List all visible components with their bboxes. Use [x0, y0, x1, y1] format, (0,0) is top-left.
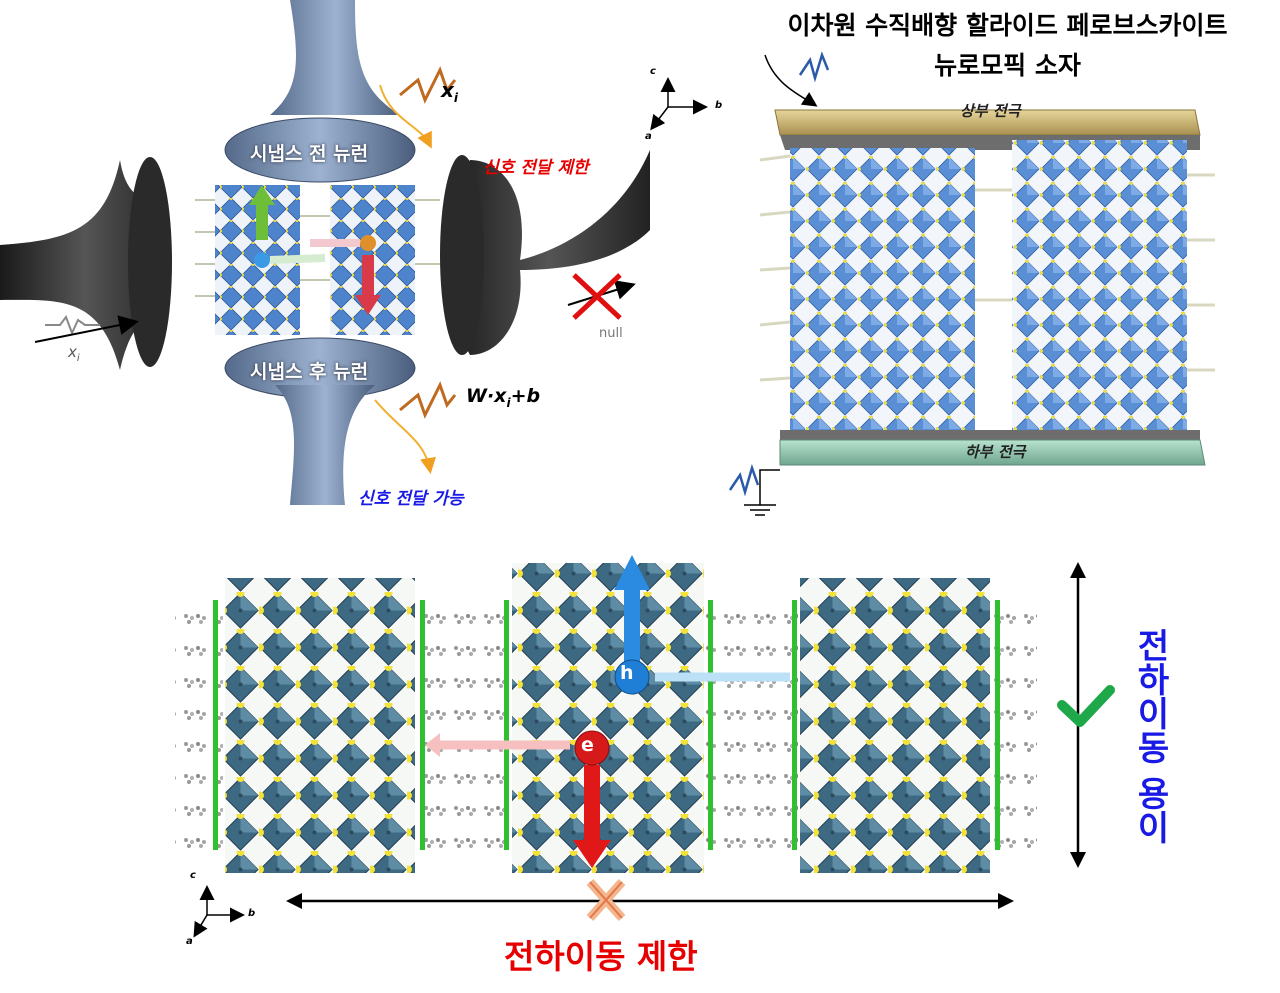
hole-label: h	[620, 662, 634, 684]
red-down-arrow	[355, 255, 381, 315]
signal-limited-label: 신호 전달 제한	[483, 158, 589, 178]
neuron-panel	[0, 0, 650, 505]
charge-transport-easy-label: 전하이동 용이	[1130, 628, 1170, 844]
axis-triad-top	[650, 77, 708, 131]
axis-b-bottom: b	[248, 908, 256, 919]
organic-spacer-2	[418, 595, 510, 855]
null-cross-icon	[567, 273, 636, 320]
inorganic-slab-1	[225, 578, 415, 873]
bottom-electrode-label: 하부 전극	[965, 443, 1026, 461]
ground-icon	[744, 504, 776, 516]
signal-possible-label: 신호 전달 가능	[358, 489, 464, 509]
axis-triad-bottom	[193, 885, 245, 938]
crystal-panel	[175, 555, 1115, 938]
inorganic-slab-2	[512, 563, 704, 873]
post-neuron-stalk	[275, 385, 375, 505]
top-signal-wave	[399, 66, 457, 104]
charge-transport-limited-label: 전하이동 제한	[504, 937, 698, 976]
electron-down-arrow	[573, 765, 611, 868]
electron-label: e	[581, 734, 594, 756]
check-icon	[1057, 685, 1115, 727]
orange-electron-dot	[360, 235, 376, 251]
pre-neuron-stalk	[270, 0, 400, 115]
post-neuron-label: 시냅스 후 뉴런	[250, 361, 369, 383]
axis-b-top: b	[715, 100, 723, 111]
faded-green-arrow	[269, 254, 326, 264]
top-signal-curve	[379, 84, 432, 149]
ground-wire	[759, 469, 780, 505]
null-label: null	[599, 326, 623, 341]
device-panel	[650, 51, 1215, 516]
electron-ball	[574, 730, 610, 766]
input-wave-icon	[45, 314, 100, 336]
axis-c-bottom: c	[190, 870, 196, 881]
bottom-signal-curve	[374, 399, 436, 474]
axis-a-top: a	[645, 131, 652, 142]
input-x-label: xi	[441, 78, 459, 105]
input-x-small-label: xi	[68, 343, 80, 364]
title-line2: 뉴로모픽 소자	[934, 51, 1081, 80]
right-horn	[447, 150, 650, 355]
hole-up-arrow	[614, 555, 650, 665]
blocked-x-icon	[586, 879, 626, 921]
axis-a-bottom: a	[186, 936, 193, 947]
top-electrode-label: 상부 전극	[960, 102, 1021, 120]
bottom-signal-wave	[399, 381, 457, 419]
input-arrow	[34, 315, 139, 343]
hole-ball	[614, 659, 650, 695]
organic-spacer-3	[706, 595, 798, 855]
blue-hole-dot	[254, 252, 270, 268]
title-line1: 이차원 수직배향 할라이드 페로브스카이트	[787, 11, 1228, 40]
output-equation-label: W·xi+b	[466, 385, 541, 410]
pre-neuron-label: 시냅스 전 뉴런	[250, 143, 369, 165]
pre-neuron-body	[224, 117, 416, 183]
device-output-wave	[728, 463, 760, 497]
bottom-electrode	[779, 439, 1206, 466]
device-lattice-left	[790, 148, 975, 438]
inorganic-slab-3	[800, 578, 990, 873]
green-up-arrow	[249, 185, 275, 240]
device-input-curve	[764, 54, 818, 107]
device-lattice-right	[1012, 140, 1187, 440]
device-input-wave	[798, 51, 830, 83]
axis-c-top: c	[650, 66, 656, 77]
